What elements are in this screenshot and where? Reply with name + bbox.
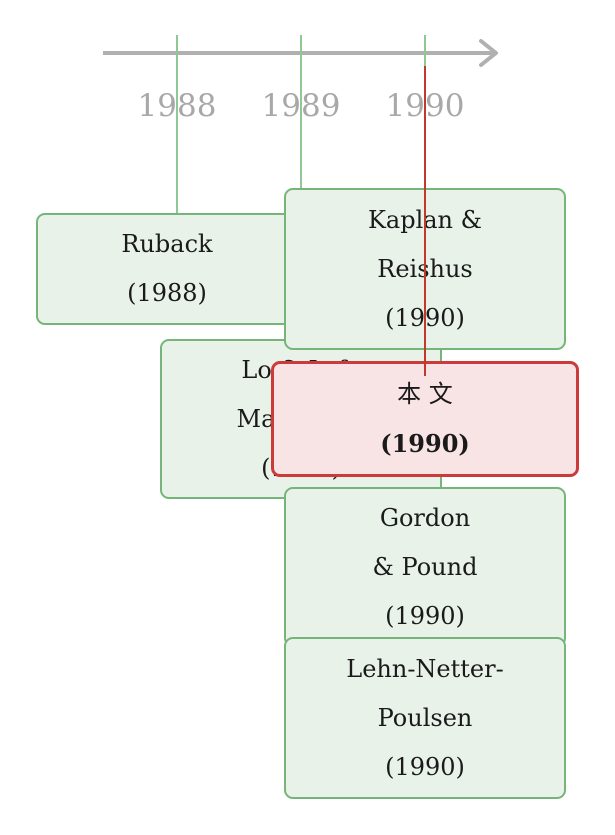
node-line: & Pound [372,552,478,581]
node-line: (1990) [385,303,465,332]
node-ruback: Ruback (1988) [36,213,298,325]
tick-label-1990: 1990 [385,88,465,124]
node-line: Lehn-Netter- [346,654,504,683]
node-line: 本 文 [397,380,453,408]
node-line: (1988) [127,279,207,307]
node-line: Ruback [121,230,213,258]
node-lehn-netter-poulsen: Lehn-Netter- Poulsen (1990) [284,637,566,799]
node-this-paper: 本 文 (1990) [271,361,579,477]
node-line: Kaplan & [367,205,483,234]
node-line: Reishus [377,254,473,283]
tick-label-1989: 1989 [261,88,341,124]
axis-arrowhead [479,39,498,67]
node-kaplan-reishus: Kaplan & Reishus (1990) [284,188,566,350]
tick-label-1988: 1988 [137,88,217,124]
node-line: Poulsen [377,703,473,732]
node-line: (1990) [385,752,465,781]
node-gordon-pound: Gordon & Pound (1990) [284,487,566,647]
node-line: (1990) [380,429,470,458]
node-line: Gordon [379,503,471,532]
node-line: (1990) [385,601,465,630]
